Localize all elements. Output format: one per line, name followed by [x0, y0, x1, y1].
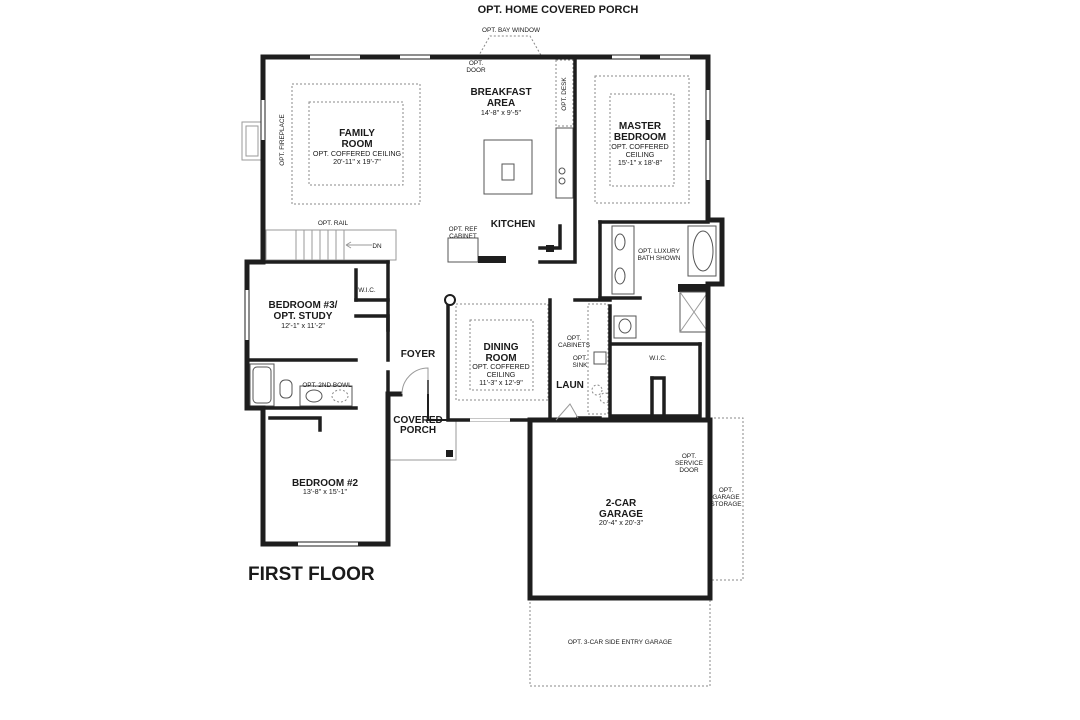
garage-name-2: GARAGE — [599, 509, 643, 520]
floor-title: FIRST FLOOR — [248, 564, 375, 585]
laundry-door-swing — [555, 403, 579, 421]
kitchen-name: KITCHEN — [491, 219, 535, 230]
wic-master-label: W.I.C. — [649, 355, 667, 362]
service-door-label-3: DOOR — [679, 467, 699, 474]
family-room-note: OPT. COFFERED CEILING — [313, 149, 402, 158]
desk-label: OPT. DESK — [561, 77, 568, 111]
covered-porch-name: COVERED — [393, 415, 442, 426]
wic-bed3-label: W.I.C. — [358, 287, 376, 294]
kitchen-fixtures — [447, 127, 574, 263]
porch-post — [446, 450, 453, 457]
breakfast-name-2: AREA — [487, 98, 515, 109]
master-note: OPT. COFFERED — [611, 142, 669, 151]
family-room-name-2: ROOM — [341, 139, 372, 150]
ref-cabinet-label-2: CABINET — [449, 233, 477, 240]
luxury-bath-label: OPT. LUXURY — [638, 248, 681, 255]
ref-cabinet-label: OPT. REF — [449, 226, 478, 233]
bay-window-label: OPT. BAY WINDOW — [482, 27, 541, 34]
windows — [245, 55, 710, 546]
master-name-2: BEDROOM — [614, 132, 666, 143]
top-cut-label: OPT. HOME COVERED PORCH — [478, 4, 639, 16]
family-room-name: FAMILY — [339, 128, 375, 139]
dining-dims: 11'-3" x 12'-9" — [479, 378, 523, 387]
fireplace-label: OPT. FIREPLACE — [279, 114, 286, 166]
stair-dn-label: DN — [372, 243, 382, 250]
front-door-swing — [401, 367, 429, 395]
opt-sink-label-2: SINK — [573, 362, 589, 369]
bedroom2-dims: 13'-8" x 15'-1" — [303, 487, 348, 496]
breakfast-dims: 14'-8" x 9'-5" — [481, 108, 522, 117]
foyer-column — [444, 294, 456, 306]
garage-name: 2-CAR — [606, 498, 637, 509]
laundry-name: LAUN — [556, 380, 584, 391]
foyer-name: FOYER — [401, 349, 436, 360]
service-door-label: OPT. — [682, 453, 696, 460]
rail-label: OPT. RAIL — [318, 220, 349, 227]
labels: OPT. BAY WINDOW OPT. DOOR OPT. DESK OPT.… — [248, 27, 742, 646]
second-bowl-label: OPT. 2ND BOWL — [302, 382, 352, 389]
luxury-bath-label-2: BATH SHOWN — [638, 255, 681, 262]
opt-sink-label: OPT. — [573, 355, 587, 362]
garage-dims: 20'-4" x 20'-3" — [599, 518, 644, 527]
bedroom2-name: BEDROOM #2 — [292, 478, 359, 489]
garage-storage-label-3: STORAGE — [710, 501, 741, 508]
garage-storage-label-2: GARAGE — [712, 494, 739, 501]
bedroom3-dims: 12'-1" x 11'-2" — [281, 321, 325, 330]
master-note-2: CEILING — [626, 150, 655, 159]
bedroom3-name: BEDROOM #3/ — [269, 300, 338, 311]
dining-name-2: ROOM — [485, 353, 516, 364]
opt-cabinets-label-2: CABINETS — [558, 342, 590, 349]
master-name: MASTER — [619, 121, 662, 132]
family-room-dims: 20'-11" x 19'-7" — [333, 157, 381, 166]
side-entry-garage-label: OPT. 3-CAR SIDE ENTRY GARAGE — [568, 639, 672, 646]
master-dims: 15'-1" x 18'-8" — [618, 158, 663, 167]
dining-note-2: CEILING — [487, 370, 516, 379]
service-door-label-2: SERVICE — [675, 460, 703, 467]
opt-cabinets-label: OPT. — [567, 335, 581, 342]
dining-name: DINING — [484, 342, 519, 353]
opt-door-label-2: DOOR — [466, 67, 486, 74]
bedroom3-name-2: OPT. STUDY — [274, 311, 333, 322]
breakfast-name: BREAKFAST — [470, 87, 531, 98]
stair — [265, 229, 397, 261]
opt-door-label: OPT. — [469, 60, 483, 67]
dining-note: OPT. COFFERED — [472, 362, 530, 371]
covered-porch-name-2: PORCH — [400, 425, 436, 436]
laundry-fixtures — [587, 303, 611, 415]
garage-storage-label: OPT. — [719, 487, 733, 494]
bath-fixtures — [249, 225, 717, 407]
